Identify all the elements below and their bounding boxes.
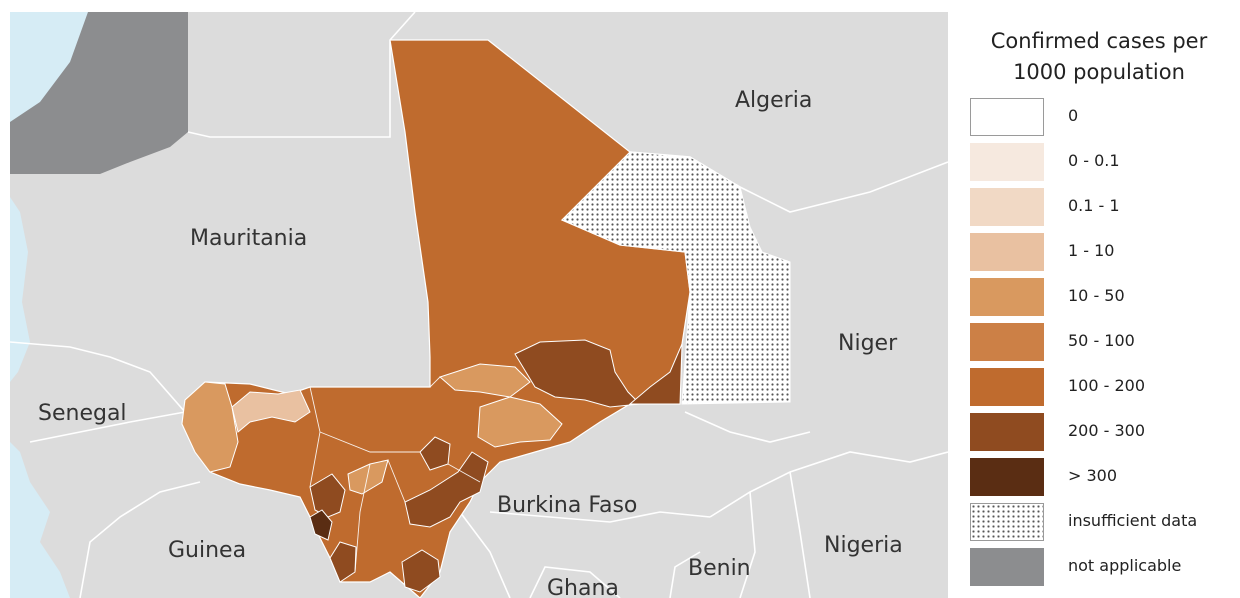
legend-label: > 300 <box>1068 466 1118 485</box>
legend-swatch <box>970 548 1044 586</box>
legend-item: not applicable <box>970 548 1236 588</box>
legend-label: 100 - 200 <box>1068 376 1146 395</box>
legend-swatch <box>970 233 1044 271</box>
legend-item: 0 <box>970 98 1236 138</box>
mali-region-west-light <box>231 389 311 433</box>
legend-title-line-1: Confirmed cases per <box>990 29 1208 53</box>
label-niger: Niger <box>838 331 898 356</box>
mali-region-west <box>181 381 239 473</box>
legend-item: 50 - 100 <box>970 323 1236 363</box>
legend-swatch <box>970 98 1044 136</box>
legend-label: 1 - 10 <box>1068 241 1115 260</box>
mali-region-south-dark <box>329 541 357 583</box>
legend-item: > 300 <box>970 458 1236 498</box>
map-svg: Algeria Mauritania Niger Senegal Burkina… <box>10 12 948 598</box>
legend-swatch <box>970 143 1044 181</box>
legend-label: not applicable <box>1068 556 1182 575</box>
legend-item: 0.1 - 1 <box>970 188 1236 228</box>
mali-region-center-dark <box>419 436 451 471</box>
label-nigeria: Nigeria <box>824 533 903 558</box>
legend-swatch <box>970 323 1044 361</box>
label-mauritania: Mauritania <box>190 226 307 251</box>
label-senegal: Senegal <box>38 401 127 426</box>
legend-label: 0 - 0.1 <box>1068 151 1120 170</box>
legend-swatch <box>970 188 1044 226</box>
label-benin: Benin <box>688 556 751 581</box>
mali-region-central-north <box>439 363 531 398</box>
mali-region-northeast-dark <box>514 339 642 408</box>
label-ghana: Ghana <box>547 576 619 598</box>
legend-item: insufficient data <box>970 503 1236 543</box>
mali-region-darkest <box>309 509 333 541</box>
legend-title: Confirmed cases per 1000 population <box>958 26 1240 88</box>
ocean-north <box>10 12 88 122</box>
mali-region-central <box>477 396 563 448</box>
mali-region-southeast-dark <box>404 451 489 528</box>
legend-title-line-2: 1000 population <box>1013 60 1185 84</box>
label-algeria: Algeria <box>735 88 812 113</box>
neighbor-borders <box>10 12 948 598</box>
map-legend: Confirmed cases per 1000 population 0 0 -… <box>958 20 1240 598</box>
insufficient-data-region <box>561 151 791 405</box>
legend-item: 1 - 10 <box>970 233 1236 273</box>
legend-label: insufficient data <box>1068 511 1198 530</box>
mali-region-southwest-dark <box>309 473 346 518</box>
legend-label: 200 - 300 <box>1068 421 1146 440</box>
legend-label: 0.1 - 1 <box>1068 196 1120 215</box>
legend-item: 10 - 50 <box>970 278 1236 318</box>
legend-swatch <box>970 458 1044 496</box>
legend-item: 100 - 200 <box>970 368 1236 408</box>
legend-item: 0 - 0.1 <box>970 143 1236 183</box>
legend-swatch <box>970 413 1044 451</box>
ocean-coast <box>10 197 30 382</box>
choropleth-map: Algeria Mauritania Niger Senegal Burkina… <box>10 12 948 598</box>
label-burkina-faso: Burkina Faso <box>497 493 637 518</box>
legend-label: 50 - 100 <box>1068 331 1135 350</box>
legend-item: 200 - 300 <box>970 413 1236 453</box>
label-guinea: Guinea <box>168 538 246 563</box>
legend-swatch <box>970 368 1044 406</box>
legend-swatch <box>970 278 1044 316</box>
legend-label: 10 - 50 <box>1068 286 1125 305</box>
district-borders <box>309 376 481 573</box>
legend-swatch <box>970 503 1044 541</box>
ocean-south <box>10 442 70 598</box>
mali-region-east-dark <box>628 343 683 405</box>
legend-label: 0 <box>1068 106 1079 125</box>
mali-region-south-tip-dark <box>401 549 441 593</box>
